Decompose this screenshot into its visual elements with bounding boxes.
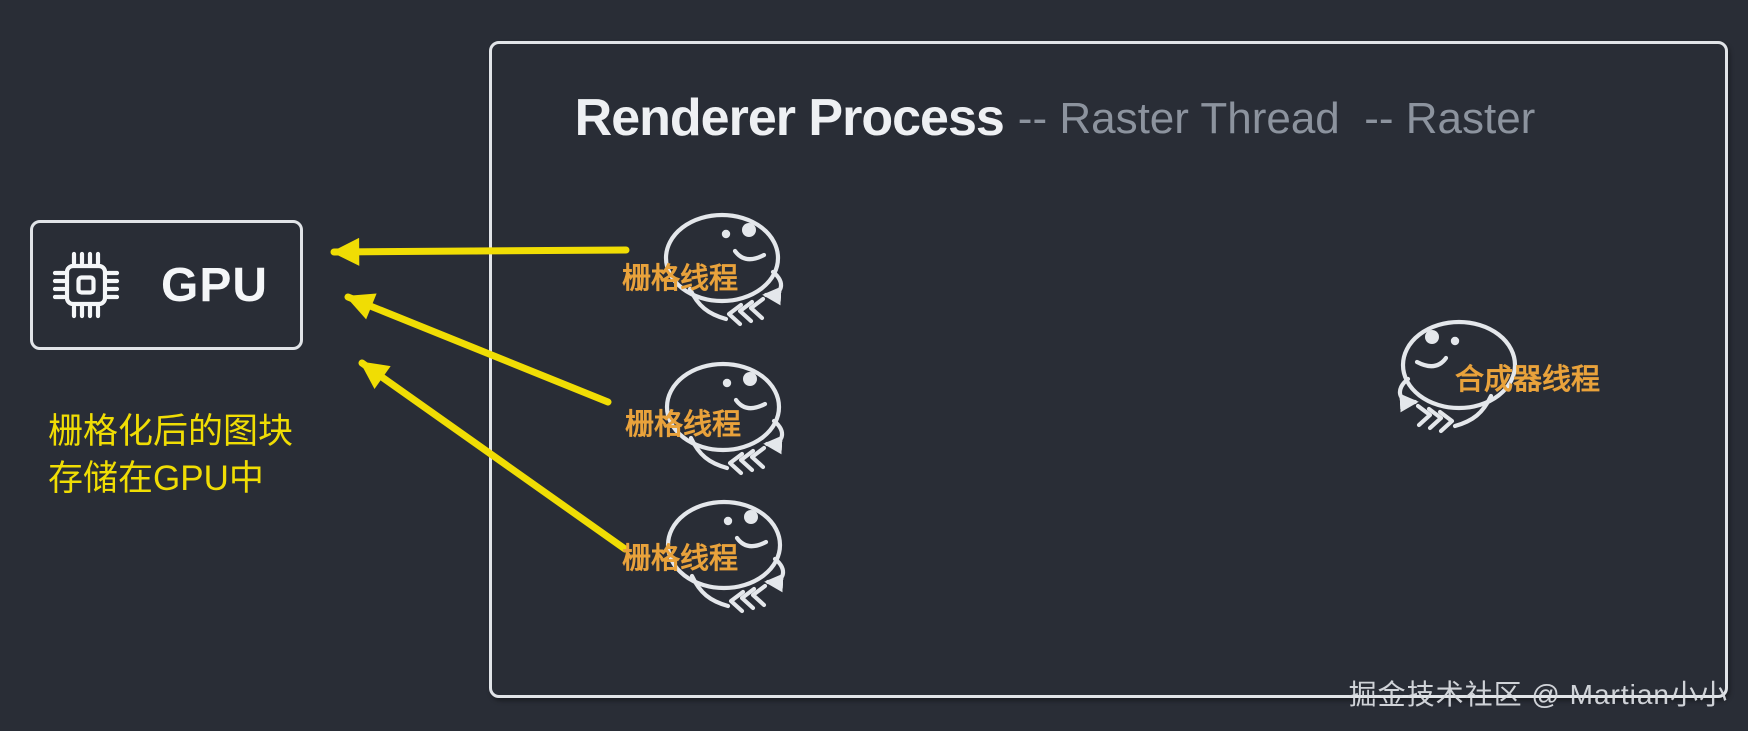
- raster-thread-label: 栅格线程: [622, 263, 739, 295]
- gpu-box: GPU: [30, 220, 303, 350]
- gpu-caption-line2: 存储在GPU中: [48, 459, 264, 498]
- raster-thread-label: 栅格线程: [625, 409, 742, 441]
- renderer-process-title: Renderer Process-- Raster Thread -- Rast…: [548, 76, 1536, 160]
- page-subtitle: -- Raster Thread -- Raster: [1017, 94, 1536, 143]
- gpu-caption: 栅格化后的图块 存储在GPU中: [48, 408, 293, 502]
- cpu-chip-icon: [52, 251, 120, 319]
- raster-thread-label: 栅格线程: [622, 543, 739, 575]
- watermark: 掘金技术社区 @ Martian小小: [1348, 679, 1728, 710]
- gpu-label: GPU: [161, 258, 269, 312]
- gpu-caption-line1: 栅格化后的图块: [48, 412, 294, 451]
- page-title: Renderer Process: [574, 89, 1005, 147]
- compositor-thread-label: 合成器线程: [1455, 364, 1601, 396]
